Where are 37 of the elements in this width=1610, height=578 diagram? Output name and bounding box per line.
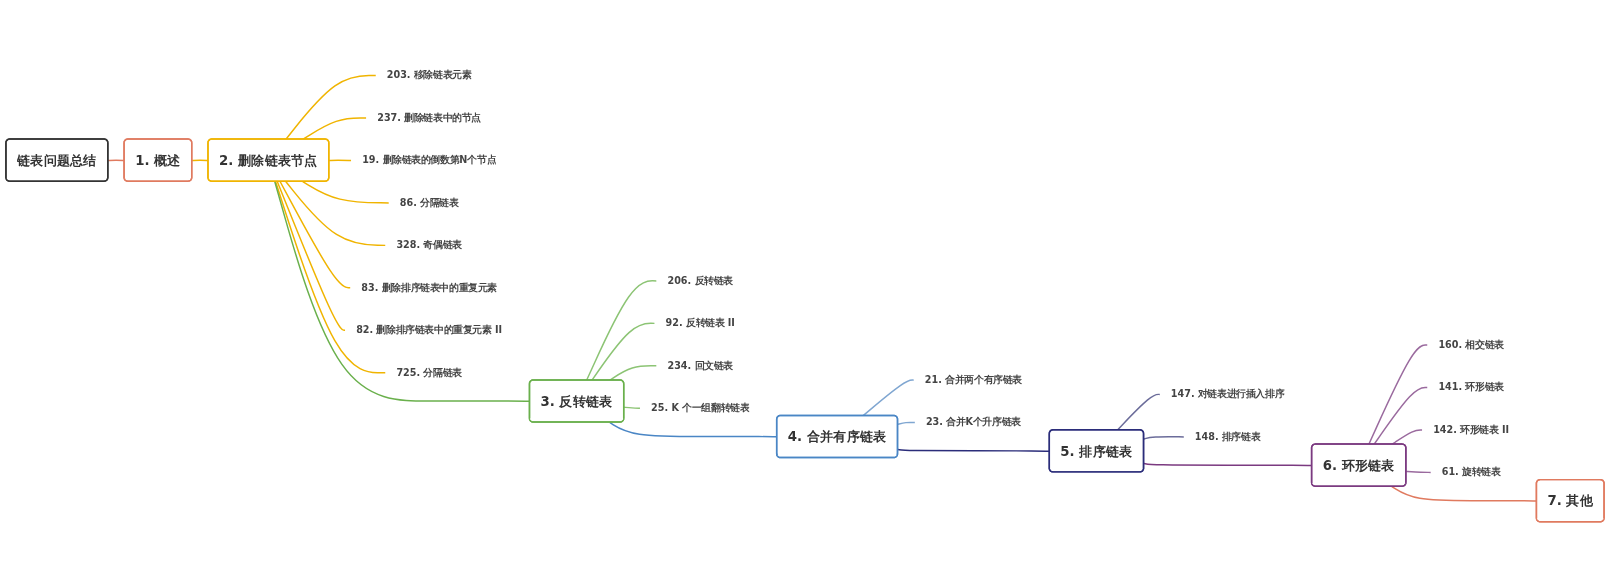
connector bbox=[1116, 393, 1161, 431]
node-text: 142. 环形链表 II bbox=[1433, 423, 1510, 435]
node-text: 19. 删除链表的倒数第N个节点 bbox=[362, 154, 497, 166]
node-text: 234. 回文链表 bbox=[667, 359, 733, 371]
node-text: 61. 旋转链表 bbox=[1441, 466, 1501, 478]
connector bbox=[276, 180, 347, 331]
connector bbox=[302, 180, 390, 204]
node-text: 23. 合并K个升序链表 bbox=[925, 416, 1021, 428]
connector bbox=[1405, 470, 1432, 473]
node-text: 83. 删除排序链表中的重复元素 bbox=[361, 281, 497, 293]
connector bbox=[591, 322, 656, 381]
node-text: 725. 分隔链表 bbox=[396, 366, 462, 378]
connector bbox=[274, 180, 387, 374]
connector bbox=[1391, 428, 1424, 445]
node-text: 141. 环形链表 bbox=[1438, 381, 1504, 393]
connector bbox=[1143, 435, 1185, 440]
node-text: 25. K 个一组翻转链表 bbox=[651, 401, 750, 413]
connector bbox=[585, 279, 658, 381]
node-text: 160. 相交链表 bbox=[1438, 338, 1504, 350]
connector bbox=[285, 74, 377, 140]
node-text: 92. 反转链表 II bbox=[665, 316, 735, 329]
connector bbox=[328, 159, 353, 161]
connector bbox=[862, 379, 915, 417]
node-text: 148. 排序链表 bbox=[1194, 430, 1261, 442]
node-text: 206. 反转链表 bbox=[667, 274, 733, 286]
connector bbox=[302, 116, 368, 140]
node-text: 237. 删除链表中的节点 bbox=[377, 111, 482, 123]
connector bbox=[285, 180, 387, 246]
connector bbox=[1373, 386, 1429, 445]
connector bbox=[279, 180, 352, 289]
node-text: 328. 奇偶链表 bbox=[396, 238, 462, 251]
node-text: 21. 合并两个有序链表 bbox=[924, 373, 1022, 385]
node-text: 86. 分隔链表 bbox=[399, 196, 459, 208]
node-text: 82. 删除排序链表中的重复元素 II bbox=[356, 323, 503, 335]
node-text: 147. 对链表进行插入排序 bbox=[1170, 388, 1285, 400]
node-text: 203. 移除链表元素 bbox=[386, 69, 472, 81]
connector bbox=[1368, 343, 1429, 445]
